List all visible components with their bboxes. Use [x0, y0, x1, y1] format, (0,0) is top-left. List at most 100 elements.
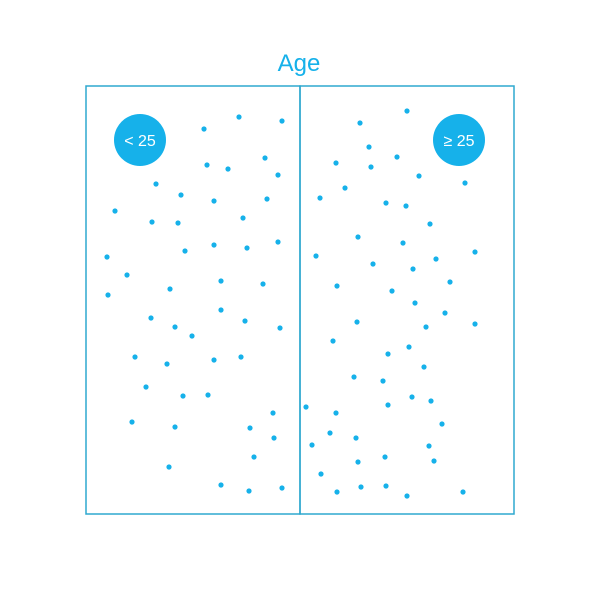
left-dot-26	[172, 324, 178, 330]
left-dot-34	[238, 354, 244, 360]
right-dot-51	[404, 493, 410, 499]
left-dot-1	[236, 114, 242, 120]
left-dot-13	[175, 220, 181, 226]
badge-right-label: ≥ 25	[443, 133, 474, 150]
left-dot-32	[164, 361, 170, 367]
left-dot-29	[242, 318, 248, 324]
left-dot-47	[279, 485, 285, 491]
right-dot-23	[412, 300, 418, 306]
right-dot-0	[404, 108, 410, 114]
right-dot-43	[426, 443, 432, 449]
right-dot-29	[406, 344, 412, 350]
left-dot-6	[275, 172, 281, 178]
right-dot-31	[421, 364, 427, 370]
left-dot-23	[218, 278, 224, 284]
right-dot-15	[472, 249, 478, 255]
right-dot-36	[385, 402, 391, 408]
left-dot-31	[132, 354, 138, 360]
left-dot-18	[275, 239, 281, 245]
right-dot-33	[380, 378, 386, 384]
left-dot-14	[240, 215, 246, 221]
right-dot-9	[317, 195, 323, 201]
left-dot-41	[247, 425, 253, 431]
right-dot-3	[394, 154, 400, 160]
right-dot-19	[433, 256, 439, 262]
right-dot-38	[428, 398, 434, 404]
right-dot-12	[427, 221, 433, 227]
left-dot-46	[246, 488, 252, 494]
left-dot-30	[277, 325, 283, 331]
right-dot-49	[358, 484, 364, 490]
left-dot-22	[167, 286, 173, 292]
left-dot-27	[189, 333, 195, 339]
right-dot-27	[472, 321, 478, 327]
left-dot-3	[204, 162, 210, 168]
right-dot-20	[334, 283, 340, 289]
right-dot-11	[403, 203, 409, 209]
right-dot-7	[462, 180, 468, 186]
right-dot-14	[400, 240, 406, 246]
badge-left-label: < 25	[124, 133, 156, 150]
left-dot-36	[180, 393, 186, 399]
left-dot-0	[201, 126, 207, 132]
right-dot-2	[366, 144, 372, 150]
left-dot-42	[271, 435, 277, 441]
right-dot-32	[351, 374, 357, 380]
right-dot-6	[416, 173, 422, 179]
right-dot-10	[383, 200, 389, 206]
right-dot-39	[439, 421, 445, 427]
left-dot-21	[105, 292, 111, 298]
left-dot-5	[262, 155, 268, 161]
right-dot-46	[431, 458, 437, 464]
panel-right-dots	[303, 108, 478, 499]
left-dot-4	[225, 166, 231, 172]
right-dot-40	[327, 430, 333, 436]
panel-right-badge: ≥ 25	[433, 114, 485, 166]
left-dot-39	[129, 419, 135, 425]
right-dot-34	[303, 404, 309, 410]
left-dot-28	[218, 307, 224, 313]
left-dot-40	[172, 424, 178, 430]
right-dot-26	[423, 324, 429, 330]
diagram-title: Age	[278, 50, 321, 77]
right-dot-22	[447, 279, 453, 285]
left-dot-44	[166, 464, 172, 470]
right-dot-8	[342, 185, 348, 191]
left-dot-16	[211, 242, 217, 248]
left-dot-37	[205, 392, 211, 398]
right-dot-1	[357, 120, 363, 126]
panel-left-dots	[104, 114, 285, 494]
left-dot-9	[211, 198, 217, 204]
left-dot-17	[244, 245, 250, 251]
right-dot-13	[355, 234, 361, 240]
right-dot-30	[385, 351, 391, 357]
right-dot-18	[410, 266, 416, 272]
right-dot-48	[334, 489, 340, 495]
right-dot-52	[460, 489, 466, 495]
right-dot-17	[370, 261, 376, 267]
right-dot-42	[309, 442, 315, 448]
right-dot-41	[353, 435, 359, 441]
right-dot-47	[318, 471, 324, 477]
right-dot-5	[368, 164, 374, 170]
left-dot-2	[279, 118, 285, 124]
left-dot-45	[218, 482, 224, 488]
right-dot-45	[355, 459, 361, 465]
panel-left-badge: < 25	[114, 114, 166, 166]
right-dot-4	[333, 160, 339, 166]
right-dot-44	[382, 454, 388, 460]
panel-right-border	[299, 85, 515, 515]
badge-left-circle	[114, 114, 166, 166]
left-dot-38	[270, 410, 276, 416]
left-dot-20	[124, 272, 130, 278]
right-dot-25	[442, 310, 448, 316]
right-dot-21	[389, 288, 395, 294]
left-dot-7	[153, 181, 159, 187]
left-dot-8	[178, 192, 184, 198]
right-dot-16	[313, 253, 319, 259]
left-dot-12	[149, 219, 155, 225]
left-dot-43	[251, 454, 257, 460]
left-dot-25	[148, 315, 154, 321]
